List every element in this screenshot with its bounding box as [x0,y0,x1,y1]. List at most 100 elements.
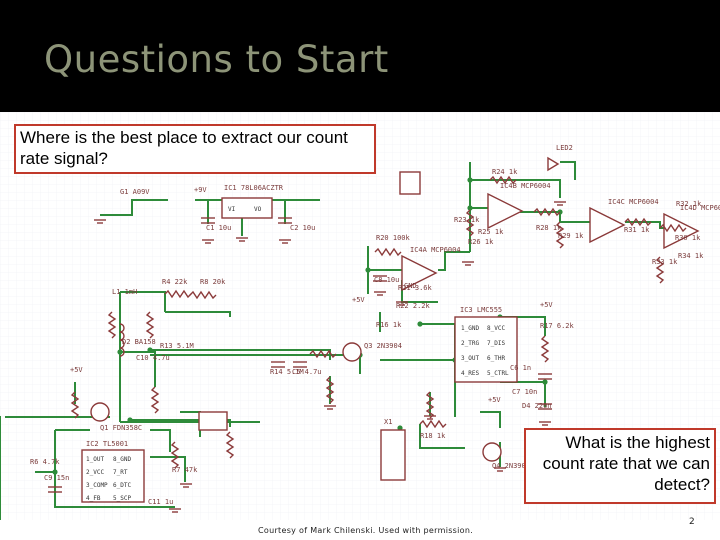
wire-segment [150,349,331,360]
led-symbol [547,156,560,172]
component-label: C1 10u [206,224,231,232]
wire-junction [117,349,123,355]
question-count-rate-text: What is the highest count rate that we c… [542,433,710,494]
component-label: D2 BA158 [122,338,156,346]
question-extract-signal-text: Where is the best place to extract our c… [20,128,348,168]
pin-label: 5_SCP [113,495,131,502]
resistor-symbol [164,289,192,299]
component-label: IC2 TL5001 [86,440,128,448]
component-label: R33 1k [652,258,678,266]
resistor-symbol [489,175,517,185]
wire-junction [147,347,153,353]
resistor-symbol [189,290,217,300]
pin-label: 6_DTC [113,482,131,489]
component-label: R21 3.6k [398,284,433,292]
opamp-symbol [401,254,438,292]
resistor-symbol [107,311,117,339]
transistor-symbol [90,402,110,422]
wire-segment [419,424,465,449]
resistor-symbol [225,431,235,459]
resistor-symbol [624,217,652,227]
component-label: LED2 [556,144,573,152]
wire-junction [52,469,58,475]
transistor-symbol [342,342,362,362]
wire-segment [120,351,156,387]
component-label: R16 1k [376,321,402,329]
resistor-symbol [540,335,550,363]
component-label: C11 1u [148,498,173,506]
component-label: R4 22k [162,278,188,286]
component-label: Q4 2N3904 [492,462,530,470]
component-label: C6 1n [510,364,531,372]
component-label: IC1 78L06ACZTR [224,184,284,192]
component-label: R22 2.2k [396,302,431,310]
wire-junction [542,379,548,385]
component-label: X1 [384,418,392,426]
wire-junction [397,425,403,431]
component-label: IC4C MCP6004 [608,198,659,206]
component-label: Q1 FDN358C [100,424,142,432]
component-label: C8 10u [374,276,399,284]
resistor-symbol [170,441,180,469]
pwm-controller-ic [81,449,145,503]
pin-label: 2_TRG [461,340,479,347]
wire-junction [417,321,423,327]
wire-segment [480,411,501,428]
pin-label: 2_VCC [86,469,104,476]
component-label: R14 5.1M [270,368,304,376]
wire-segment [100,199,168,216]
component-label: R26 1k [468,238,494,246]
component-label: R17 6.2k [540,322,575,330]
pin-label: 6_THR [487,355,505,362]
resistor-symbol [425,391,435,419]
question-box-count-rate: What is the highest count rate that we c… [524,428,716,504]
resistor-symbol [70,391,80,419]
inductor-symbol [119,323,125,357]
opamp-symbol [663,212,700,250]
wire-segment [120,291,166,312]
component-label: R28 1k [536,224,562,232]
component-label: Q3 2N3904 [364,342,402,350]
pin-label: 4_RES [461,370,479,377]
wire-junction [467,205,473,211]
resistor-symbol [145,311,155,339]
regulator-ic [221,197,273,219]
component-label: R30 1k [675,234,701,242]
header-block [399,171,421,195]
pin-label: 7_DIS [487,340,505,347]
resistor-symbol [655,256,665,284]
question-box-extract-signal: Where is the best place to extract our c… [14,124,376,174]
component-label: R31 1k [624,226,650,234]
wire-segment [469,162,561,198]
component-label: C2 10u [290,224,315,232]
component-label: R34 1k [678,252,704,260]
wire-junction [365,267,371,273]
net-label: +5V [352,296,365,304]
opamp-symbol [589,206,626,244]
resistor-symbol [325,376,335,404]
component-label: R20 100k [376,234,411,242]
slide-title: Questions to Start [44,38,389,81]
pin-label: 1_OUT [86,456,104,463]
wire-junction [467,177,473,183]
component-label: G1 A09V [120,188,150,196]
component-label: C9 15n [44,474,69,482]
title-bar [0,0,720,112]
component-label: R18 1k [420,432,446,440]
wire-junction [127,417,133,423]
component-label: C10 4.7u [136,354,170,362]
wire-segment [54,430,175,508]
component-label: C7 10n [512,388,537,396]
component-label: R8 20k [200,278,226,286]
switch-block [198,411,228,431]
component-label: IC3 LMC555 [460,306,502,314]
pin-label: VI [228,206,236,213]
pin-label: 5_CTRL [487,370,509,377]
component-label: R13 5.1M [160,342,194,350]
resistor-symbol [465,209,475,237]
pin-label: VO [254,206,262,213]
wire-segment [150,456,186,482]
wire-segment [438,251,470,271]
resistor-symbol [309,349,337,359]
pin-label: 7_RT [113,469,128,476]
